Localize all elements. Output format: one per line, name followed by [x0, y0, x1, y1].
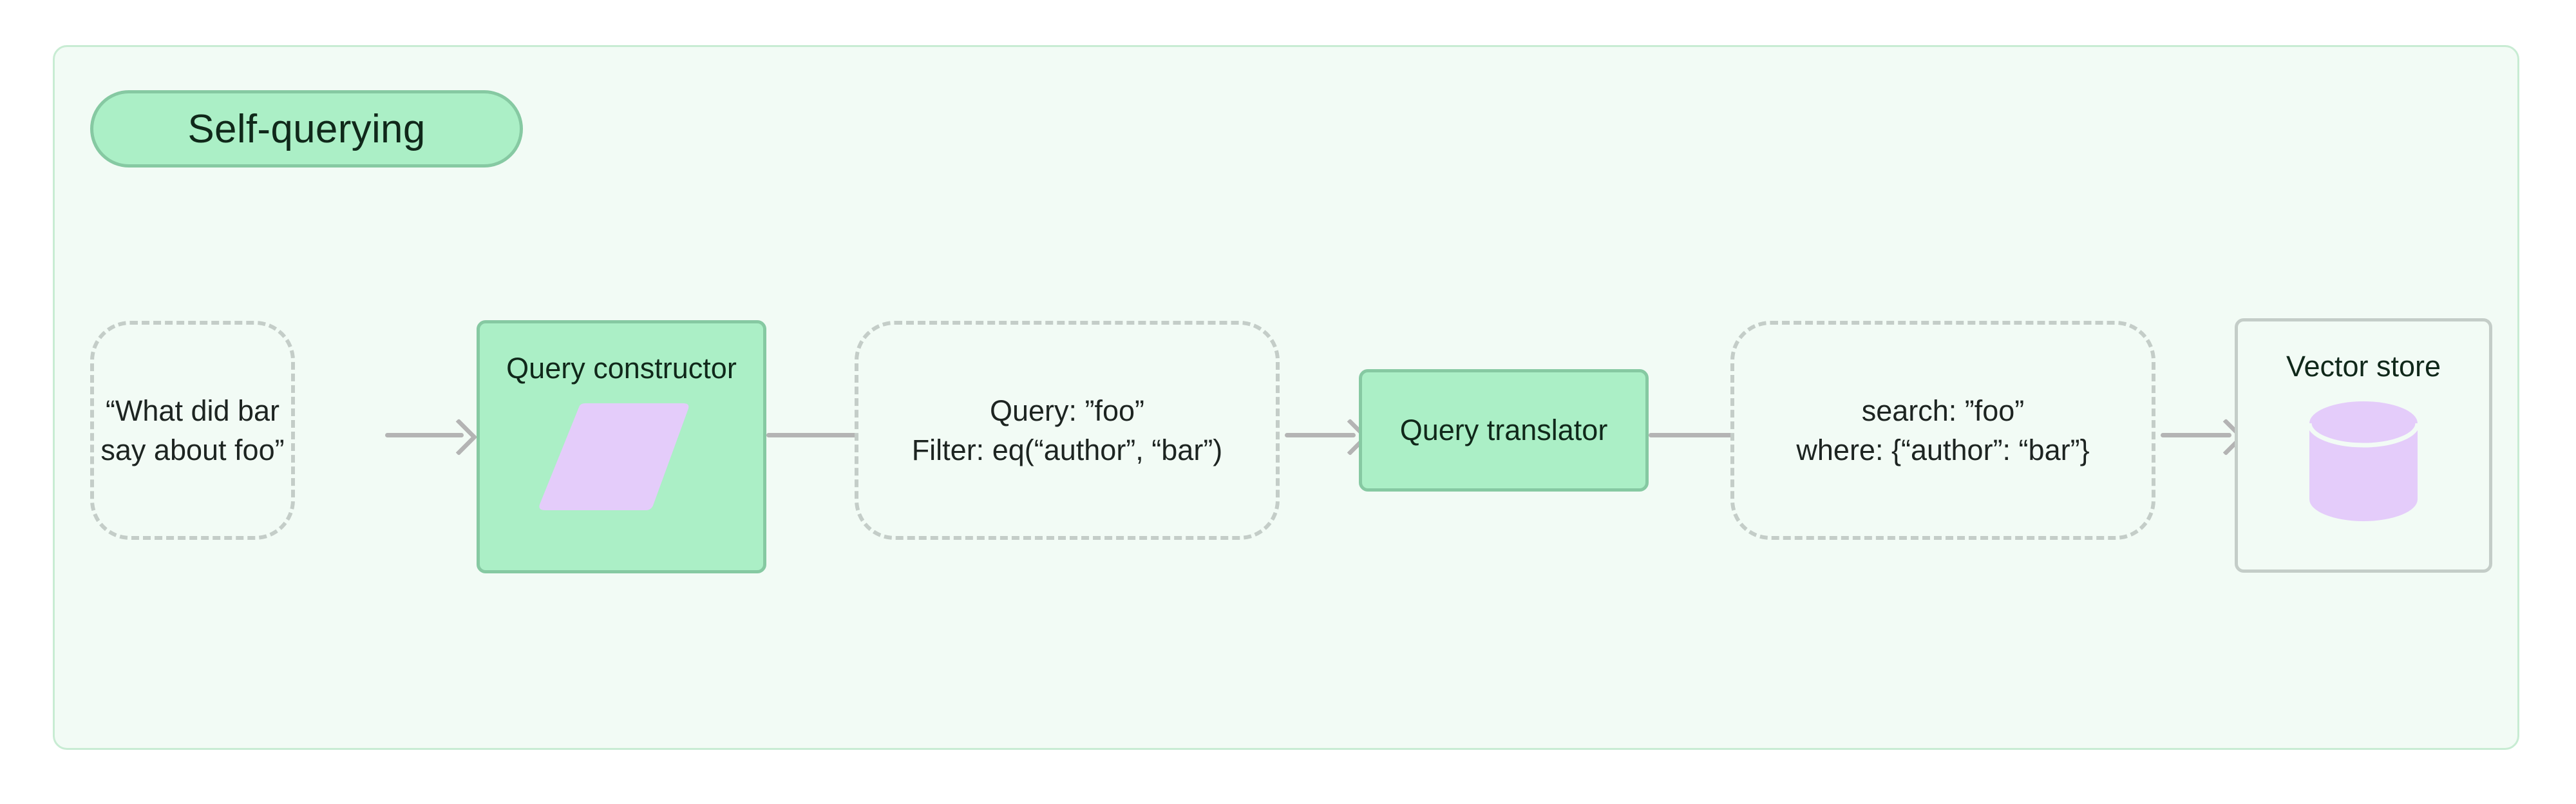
query-constructor-title: Query constructor: [506, 352, 737, 385]
native-query-line-2: where: {“author”: “bar”}: [1796, 434, 2090, 466]
edge-structured-query-to-translator: [1285, 433, 1356, 437]
structured-query-line-2: Filter: eq(“author”, “bar”): [911, 434, 1223, 466]
node-user-question: “What did bar say about foo”: [90, 321, 295, 540]
edge-translator-to-native-query: [1649, 433, 1732, 437]
node-structured-query: Query: ”foo” Filter: eq(“author”, “bar”): [855, 321, 1280, 540]
node-query-translator: Query translator: [1359, 369, 1649, 492]
query-translator-title: Query translator: [1399, 414, 1608, 446]
vector-store-title: Vector store: [2286, 350, 2441, 383]
user-question-line-1: “What did bar: [105, 394, 280, 427]
database-cylinder-icon: [2307, 400, 2420, 522]
edge-question-to-constructor: [385, 433, 464, 437]
user-question-line-2: say about foo”: [100, 434, 285, 466]
subgraph-title-badge: Self-querying: [90, 90, 523, 168]
parallelogram-icon: [531, 401, 692, 513]
node-vector-store: Vector store: [2235, 318, 2492, 573]
node-native-query: search: ”foo” where: {“author”: “bar”}: [1730, 321, 2155, 540]
native-query-line-1: search: ”foo”: [1861, 394, 2025, 427]
node-query-constructor: Query constructor: [477, 320, 766, 573]
edge-native-query-to-vector-store: [2161, 433, 2231, 437]
subgraph-title-label: Self-querying: [187, 106, 426, 151]
edge-constructor-to-structured-query: [766, 433, 857, 437]
structured-query-line-1: Query: ”foo”: [989, 394, 1145, 427]
